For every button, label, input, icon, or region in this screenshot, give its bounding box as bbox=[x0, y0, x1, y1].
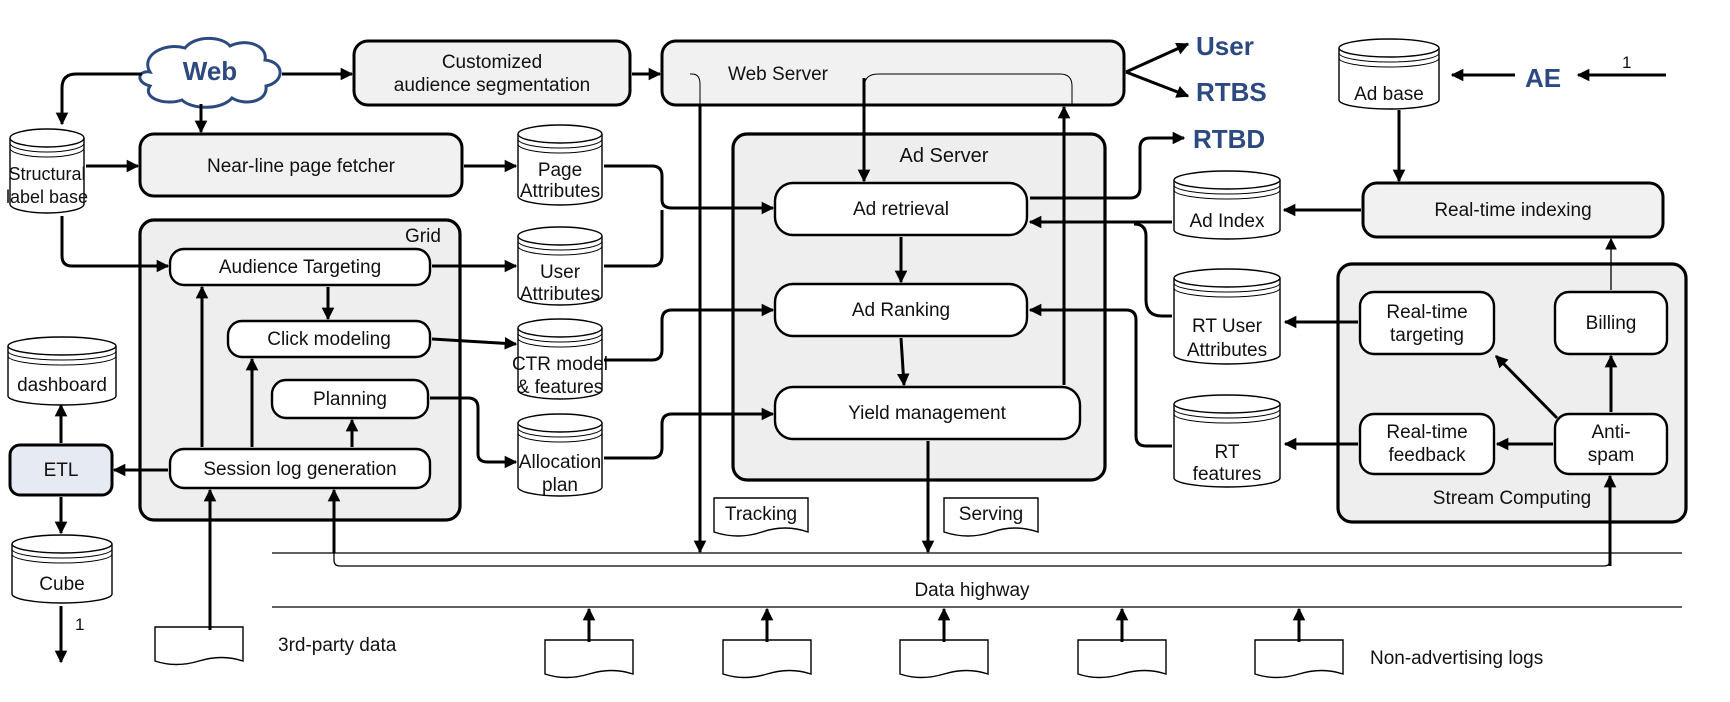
ad-server-label: Ad Server bbox=[900, 145, 989, 167]
log-document-icon-3 bbox=[899, 639, 989, 679]
user-label: User bbox=[1196, 31, 1254, 61]
anti-spam-box bbox=[1553, 412, 1669, 476]
connector-lines: 1 AE bbox=[54, 42, 1666, 664]
web-server-box bbox=[660, 39, 1126, 107]
user-attributes-line1: User bbox=[540, 262, 581, 283]
grid-group bbox=[138, 218, 462, 522]
ad-index-label: Ad Index bbox=[1190, 211, 1265, 232]
billing-box bbox=[1553, 290, 1669, 356]
session-log-generation-label: Session log generation bbox=[203, 459, 396, 480]
planning-label: Planning bbox=[313, 389, 387, 410]
real-time-feedback-line1: Real-time bbox=[1386, 422, 1467, 443]
ctr-model-line1: CTR model bbox=[512, 354, 608, 375]
ctr-model-cylinder bbox=[517, 318, 603, 400]
ad-index-cylinder bbox=[1173, 170, 1281, 240]
ad-base-label: Ad base bbox=[1354, 84, 1424, 105]
rt-features-line2: features bbox=[1193, 464, 1262, 485]
ad-retrieval-box bbox=[773, 181, 1029, 237]
log-document-icon-4 bbox=[1077, 639, 1167, 679]
real-time-indexing-box bbox=[1361, 181, 1665, 239]
user-attributes-cylinder bbox=[517, 226, 603, 306]
real-time-targeting-line1: Real-time bbox=[1386, 302, 1467, 323]
rt-user-attributes-line2: Attributes bbox=[1187, 340, 1267, 361]
user-attributes-line2: Attributes bbox=[520, 284, 600, 305]
ae-label: AE bbox=[1525, 63, 1561, 93]
session-log-generation-box bbox=[168, 447, 432, 490]
yield-management-label: Yield management bbox=[848, 403, 1006, 424]
web-server-label: Web Server bbox=[728, 64, 829, 85]
structural-label-base-cylinder bbox=[9, 128, 85, 214]
anti-spam-line2: spam bbox=[1588, 445, 1634, 466]
ad-ranking-label: Ad Ranking bbox=[852, 300, 950, 321]
ad-ranking-box bbox=[773, 282, 1029, 338]
grid-label: Grid bbox=[405, 226, 441, 247]
click-modeling-box bbox=[226, 319, 432, 359]
web-label: Web bbox=[183, 56, 237, 86]
cube-number-label: 1 bbox=[75, 615, 84, 634]
audience-targeting-label: Audience Targeting bbox=[219, 257, 381, 278]
tracking-document-icon bbox=[713, 497, 809, 537]
cube-label: Cube bbox=[39, 574, 84, 595]
serving-label: Serving bbox=[959, 504, 1023, 525]
structural-label-line1: Structural bbox=[8, 164, 85, 184]
web-cloud-icon bbox=[138, 36, 282, 109]
data-highway-label: Data highway bbox=[914, 580, 1030, 601]
real-time-feedback-line2: feedback bbox=[1388, 445, 1466, 466]
rt-features-cylinder bbox=[1173, 394, 1281, 488]
rt-features-line1: RT bbox=[1215, 442, 1240, 463]
near-line-page-fetcher-box bbox=[138, 132, 464, 198]
dashboard-label: dashboard bbox=[17, 375, 107, 396]
real-time-feedback-box bbox=[1358, 412, 1496, 476]
tracking-label: Tracking bbox=[725, 504, 797, 525]
planning-box bbox=[270, 378, 430, 420]
customized-label-line1: Customized bbox=[442, 52, 542, 73]
rt-user-attributes-line1: RT User bbox=[1192, 316, 1263, 337]
yield-management-box bbox=[773, 385, 1082, 441]
third-party-data-label: 3rd-party data bbox=[278, 635, 397, 656]
click-modeling-label: Click modeling bbox=[267, 329, 391, 350]
cube-cylinder bbox=[11, 534, 113, 604]
non-advertising-logs-label: Non-advertising logs bbox=[1370, 648, 1543, 669]
real-time-targeting-box bbox=[1358, 290, 1496, 356]
data-highway-bus bbox=[333, 553, 1611, 567]
ae-number-label: 1 bbox=[1622, 53, 1631, 72]
ad-base-cylinder bbox=[1338, 38, 1440, 110]
etl-label: ETL bbox=[44, 460, 79, 481]
allocation-plan-cylinder bbox=[517, 413, 603, 497]
near-line-page-fetcher-label: Near-line page fetcher bbox=[207, 156, 396, 177]
log-document-icon-2 bbox=[722, 639, 812, 679]
ad-retrieval-label: Ad retrieval bbox=[853, 199, 949, 220]
page-attributes-line2: Attributes bbox=[520, 181, 600, 202]
third-party-data-document-icon bbox=[154, 626, 244, 666]
rt-user-attributes-cylinder bbox=[1173, 268, 1281, 365]
allocation-plan-line1: Allocation bbox=[519, 452, 601, 473]
rtbd-label: RTBD bbox=[1193, 124, 1265, 154]
billing-label: Billing bbox=[1586, 313, 1637, 334]
page-attributes-cylinder bbox=[517, 124, 603, 206]
log-document-icon-5 bbox=[1254, 639, 1344, 679]
audience-targeting-box bbox=[168, 247, 432, 287]
etl-box bbox=[8, 443, 114, 497]
customized-audience-segmentation-box bbox=[352, 39, 632, 107]
ctr-model-line2: & features bbox=[517, 377, 604, 398]
allocation-plan-line2: plan bbox=[542, 475, 578, 496]
anti-spam-line1: Anti- bbox=[1591, 422, 1630, 443]
log-document-icon-1 bbox=[544, 639, 634, 679]
real-time-indexing-label: Real-time indexing bbox=[1434, 200, 1591, 221]
real-time-targeting-line2: targeting bbox=[1390, 325, 1464, 346]
customized-label-line2: audience segmentation bbox=[394, 75, 590, 96]
rtbs-label: RTBS bbox=[1196, 77, 1267, 107]
structural-label-line2: label base bbox=[6, 187, 88, 207]
stream-computing-label: Stream Computing bbox=[1433, 488, 1591, 509]
page-attributes-line1: Page bbox=[538, 160, 582, 181]
serving-document-icon bbox=[943, 497, 1039, 537]
